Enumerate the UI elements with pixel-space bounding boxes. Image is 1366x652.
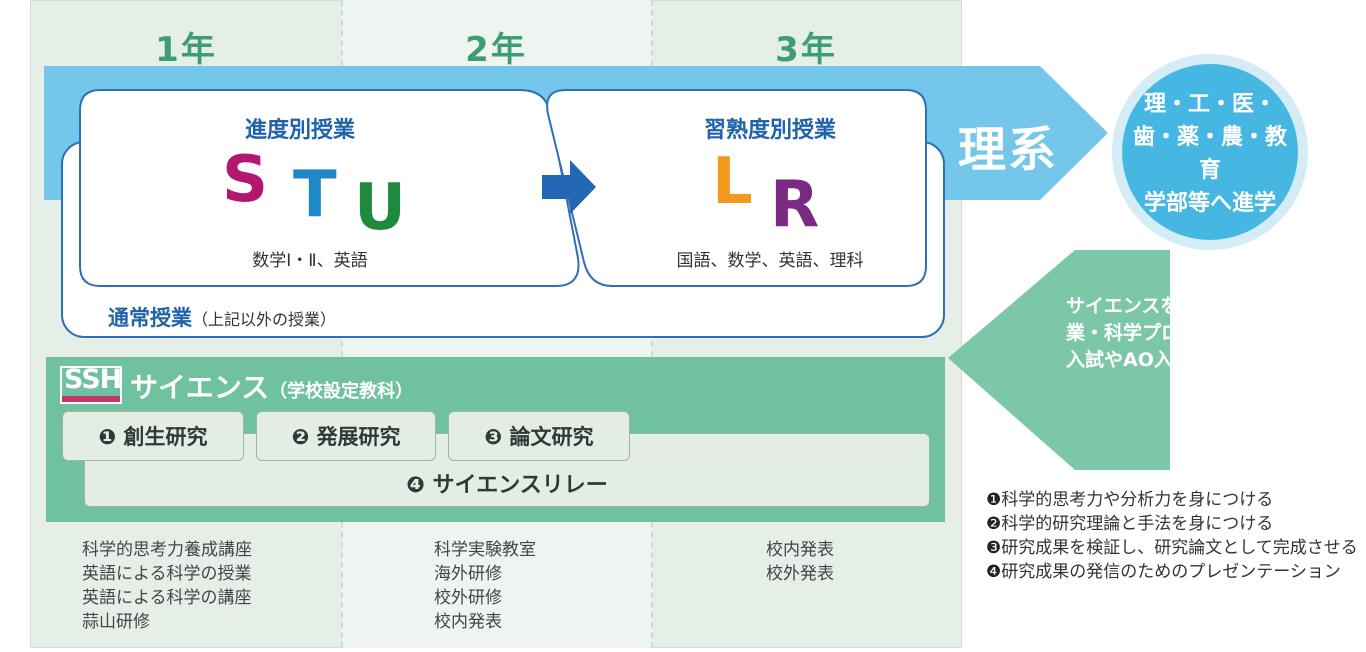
progress-arrow bbox=[542, 160, 596, 214]
legend-text: 科学的研究理論と手法を身につける bbox=[1001, 514, 1274, 534]
legend-number: ❸ bbox=[986, 538, 1002, 558]
activity-item: 校外発表 bbox=[766, 564, 834, 584]
year3-activities: 校内発表 校外発表 bbox=[766, 538, 834, 586]
science-title: サイエンス（学校設定教科） bbox=[130, 366, 413, 406]
year-header-2: 2年 bbox=[465, 30, 527, 70]
letter-t: T bbox=[293, 158, 337, 232]
module-3: ❸ 論文研究 bbox=[448, 411, 630, 461]
stu-subjects: 数学Ⅰ・Ⅱ、英語 bbox=[252, 251, 368, 271]
activity-item: 校内発表 bbox=[434, 612, 502, 632]
activity-item: 英語による科学の講座 bbox=[82, 588, 252, 608]
year1-activities: 科学的思考力養成講座 英語による科学の授業 英語による科学の講座 蒜山研修 bbox=[82, 538, 252, 634]
stu-title: 進度別授業 bbox=[244, 118, 355, 143]
lr-box bbox=[546, 89, 927, 287]
benefit-text: サイエンスを中心とした授業・科学プログラムは推薦入試やAO入試に役立ちます bbox=[1066, 295, 1306, 371]
normal-class-title: 通常授業 bbox=[108, 306, 192, 330]
destination-line-1: 理・工・医・ bbox=[1143, 92, 1276, 117]
legend-number: ❷ bbox=[986, 514, 1002, 534]
legend-number: ❹ bbox=[986, 562, 1002, 582]
science-benefit-arrow bbox=[948, 250, 1170, 470]
activity-item: 校外研修 bbox=[434, 588, 502, 608]
destination-line-3: 学部等へ進学 bbox=[1143, 191, 1276, 216]
letter-l: L bbox=[712, 145, 753, 219]
legend-text: 科学的思考力や分析力を身につける bbox=[1001, 490, 1274, 510]
module-1: ❶ 創生研究 bbox=[62, 411, 244, 461]
lr-subjects: 国語、数学、英語、理科 bbox=[676, 251, 864, 271]
activity-item: 科学的思考力養成講座 bbox=[82, 540, 252, 560]
legend-text: 研究成果を検証し、研究論文として完成させる bbox=[1001, 538, 1358, 558]
destination-line-2: 歯・薬・農・教育 bbox=[1132, 125, 1287, 183]
science-title-text: サイエンス bbox=[130, 371, 270, 404]
activity-item: 蒜山研修 bbox=[82, 612, 150, 632]
activity-item: 校内発表 bbox=[766, 540, 834, 560]
destination-circle bbox=[1122, 64, 1298, 240]
normal-class-label: 通常授業（上記以外の授業） bbox=[108, 302, 336, 332]
activity-item: 海外研修 bbox=[434, 564, 502, 584]
science-subtitle: （学校設定教科） bbox=[269, 381, 414, 402]
destination-text: 理・工・医・ 歯・薬・農・教育 学部等へ進学 bbox=[1124, 88, 1296, 220]
year-header-3: 3年 bbox=[775, 30, 837, 70]
activity-item: 科学実験教室 bbox=[434, 540, 536, 560]
normal-class-note: （上記以外の授業） bbox=[192, 310, 337, 329]
letter-r: R bbox=[770, 168, 820, 242]
lr-title: 習熟度別授業 bbox=[703, 118, 836, 143]
stu-box bbox=[79, 89, 580, 287]
legend-number: ❶ bbox=[986, 490, 1002, 510]
activity-item: 英語による科学の授業 bbox=[82, 564, 252, 584]
legend-text: 研究成果の発信のためのプレゼンテーション bbox=[1001, 562, 1341, 582]
ssh-logo-text: SSH bbox=[64, 364, 122, 395]
rikei-label: 理系 bbox=[958, 122, 1059, 178]
module-2: ❷ 発展研究 bbox=[256, 411, 436, 461]
ssh-logo-strip bbox=[62, 396, 120, 402]
year-header-1: 1年 bbox=[155, 30, 217, 70]
letter-s: S bbox=[222, 143, 269, 217]
year2-activities: 科学実験教室 海外研修 校外研修 校内発表 bbox=[434, 538, 536, 634]
letter-u: U bbox=[354, 171, 406, 245]
